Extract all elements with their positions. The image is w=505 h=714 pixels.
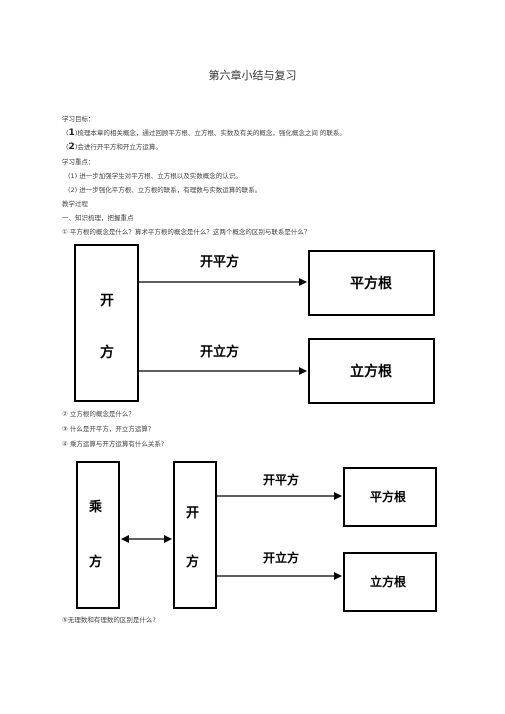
cube-root-box — [308, 338, 435, 404]
section-heading: 一、知识梳理，把握重点 — [62, 214, 134, 222]
kaifang2-char-1: 开 — [186, 506, 200, 521]
chengfang-char-2: 方 — [89, 555, 103, 570]
cube-root-label: 立方根 — [350, 364, 392, 380]
square-root-box-2 — [343, 467, 437, 527]
arrow-label-kaipingfang: 开平方 — [200, 255, 240, 270]
square-root-box — [308, 250, 435, 316]
question-3: ③ 什么是开平方，开立方运算？ — [62, 425, 155, 433]
arrow-label-kailifang-2: 开立方 — [263, 551, 300, 565]
question-5: ⑤无理数和有理数的区别是什么? — [62, 616, 156, 624]
goal-2: (2)会进行开平方和开立方运算。 — [66, 142, 162, 152]
focus-item-2: (2) 进一步强化平方根、立方根的联系，有理数与实数运算的联系。 — [68, 186, 262, 194]
square-root-label-2: 平方根 — [370, 490, 407, 504]
goal-1-number: 1 — [68, 128, 75, 138]
square-root-label: 平方根 — [350, 276, 392, 292]
question-4: ④ 乘方运算与开方运算有什么关系? — [62, 440, 165, 448]
goal-1-text: 梳理本章的相关概念，通过回顾平方根、立方根、实数及有关的概念，强化概念之间 的联… — [77, 129, 346, 137]
arrow-label-kaipingfang-2: 开平方 — [263, 473, 300, 487]
kaifang-box — [74, 244, 139, 402]
focus-heading: 学习重点： — [62, 158, 95, 166]
goal-1: (1)梳理本章的相关概念，通过回顾平方根、立方根、实数及有关的概念，强化概念之间… — [66, 128, 346, 138]
arrow-label-kailifang: 开立方 — [200, 345, 240, 360]
page-title: 第六章小结与复习 — [208, 69, 297, 82]
kaifang-char-1: 开 — [100, 293, 114, 309]
goals-heading: 学习目标： — [62, 115, 95, 123]
cube-root-box-2 — [343, 552, 437, 612]
goal-2-text: 会进行开平方和开立方运算。 — [77, 143, 162, 151]
chengfang-char-1: 乘 — [89, 500, 103, 515]
kaifang2-char-2: 方 — [186, 555, 200, 570]
cube-root-label-2: 立方根 — [370, 575, 407, 589]
process-heading: 教学过程 — [62, 200, 88, 208]
kaifang-box-2 — [173, 461, 217, 609]
kaifang-char-2: 方 — [100, 345, 114, 361]
chengfang-box — [76, 461, 120, 609]
question-2: ② 立方根的概念是什么？ — [62, 410, 135, 418]
goal-2-number: 2 — [68, 142, 75, 152]
focus-item-1: (1) 进一步加强学生对平方根、立方根以及实数概念的认识。 — [68, 172, 242, 180]
question-1: ① 平方根的概念是什么？算术平方根的概念是什么？这两个概念的区别与联系是什么？ — [62, 228, 311, 236]
